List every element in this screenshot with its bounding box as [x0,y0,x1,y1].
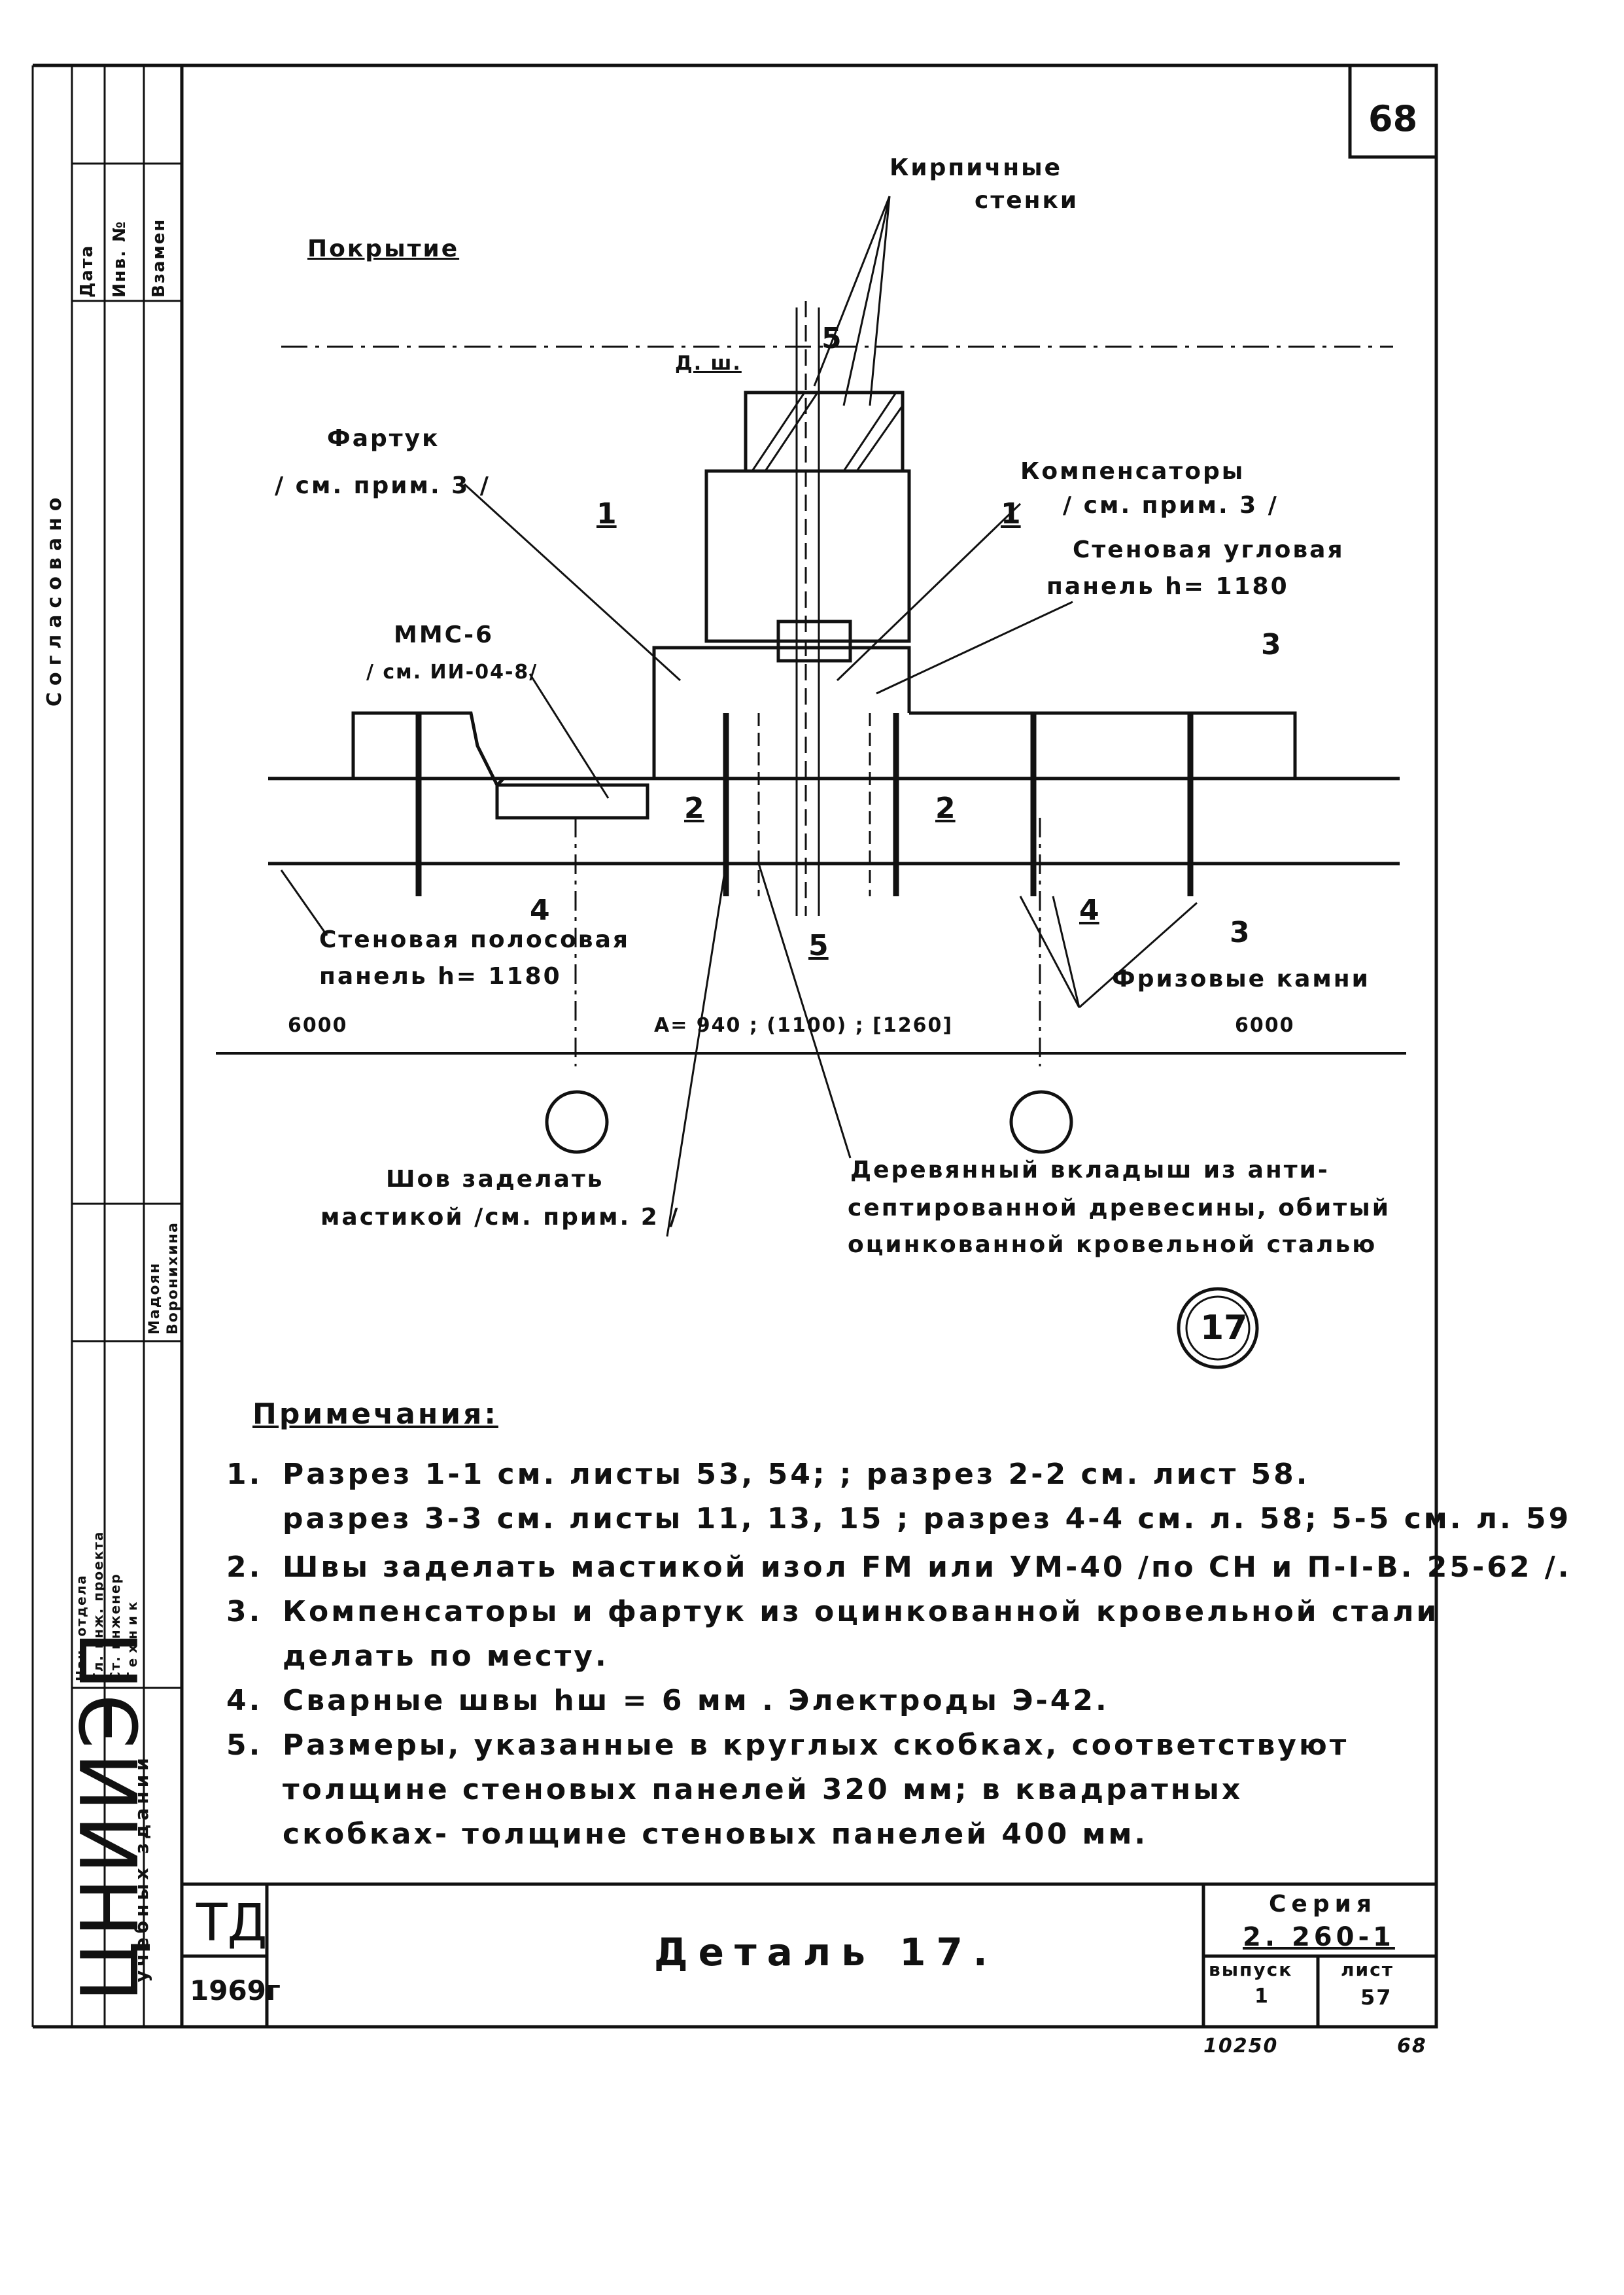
sheet-label: лист [1341,1959,1394,1980]
name-madoyan: Мадоян [147,1262,163,1335]
label-strip-panel-1: Стеновая полосовая [319,926,630,953]
dimension-right: 6000 [1235,1014,1295,1037]
notes-title: Примечания: [252,1397,498,1431]
section-drawing [216,196,1406,1369]
detail-number: 17 [1200,1308,1248,1348]
dimension-middle: A= 940 ; (1100) ; [1260] [654,1014,954,1037]
label-mms-2: / см. ИИ-04-8/ [366,661,538,684]
section-mark-4a: 4 [530,894,550,927]
section-mark-1b: 1 [1001,497,1021,531]
label-seam-1: Шов заделать [386,1166,604,1193]
stamp-date: Дата [77,244,97,298]
note-4-line-1: Сварные швы hш = 6 мм . Электроды Э-42. [283,1684,1109,1717]
bottom-code-left: 10250 [1203,2035,1279,2058]
label-corner-panel-1: Стеновая угловая [1073,536,1345,563]
title-year: 1969г [190,1974,281,2006]
note-1-line-2: разрез 3-3 см. листы 11, 13, 15 ; разрез… [283,1502,1572,1535]
title-main: Деталь 17. [654,1930,998,1974]
note-4-num: 4. [226,1684,263,1717]
label-seam-2: мастикой /см. прим. 2 / [320,1204,680,1231]
note-2-line-1: Швы заделать мастикой изол FM или УМ-40 … [283,1550,1572,1584]
label-strip-panel-2: панель h= 1180 [319,963,562,990]
label-joint-width: Д. ш. [675,352,742,375]
note-5-line-3: скобках- толщине стеновых панелей 400 мм… [283,1817,1149,1851]
dimension-left: 6000 [288,1014,348,1037]
sheet-frame [180,63,1438,2029]
label-compensators-1: Компенсаторы [1020,458,1245,485]
label-brick-walls-1: Кирпичные [890,154,1063,181]
section-mark-5b: 5 [808,929,829,962]
note-5-num: 5. [226,1728,263,1762]
label-compensators-2: / см. прим. 3 / [1063,492,1279,519]
bottom-code-right: 68 [1397,2035,1427,2058]
series-label: Серия [1269,1891,1377,1918]
label-frieze-stones: Фризовые камни [1112,966,1370,992]
note-3-line-1: Компенсаторы и фартук из оцинкованной кр… [283,1595,1440,1628]
stamp-inv-no: Инв. № [110,220,130,298]
note-2-num: 2. [226,1550,263,1584]
label-roof: Покрытие [307,236,460,262]
name-voronikhina: Воронихина [165,1221,181,1335]
section-mark-1a: 1 [596,497,617,531]
note-3-num: 3. [226,1595,263,1628]
label-insert-1: Деревянный вкладыш из анти- [850,1157,1330,1183]
note-1-line-1: Разрез 1-1 см. листы 53, 54; ; разрез 2-… [283,1458,1310,1491]
section-mark-2b: 2 [935,792,956,825]
section-mark-3a: 3 [1261,628,1281,661]
title-code: ТД [196,1894,268,1953]
label-insert-2: септированной древесины, обитый [848,1195,1391,1221]
note-1-num: 1. [226,1458,263,1491]
label-insert-3: оцинкованной кровельной сталью [848,1231,1377,1258]
label-corner-panel-2: панель h= 1180 [1046,573,1289,600]
label-brick-walls-2: стенки [975,187,1079,214]
note-3-line-2: делать по месту. [283,1639,609,1673]
issue-value: 1 [1254,1985,1270,2008]
section-mark-4b: 4 [1079,894,1099,927]
note-5-line-2: толщине стеновых панелей 320 мм; в квадр… [283,1773,1243,1806]
section-mark-5a: 5 [821,322,842,355]
sheet-value: 57 [1360,1985,1392,2010]
title-block-grid [182,1882,1436,2027]
sheet-number-box [1348,63,1438,159]
label-apron-2: / см. прим. 3 / [275,472,491,499]
label-apron-1: Фартук [327,425,440,452]
stamp-agreed: Согласовано [43,491,66,707]
stamp-replace: Взамен [149,218,169,298]
section-mark-2a: 2 [684,792,704,825]
left-stamp-grid [71,65,182,2027]
label-mms-1: ММС-6 [394,622,494,648]
sheet-number: 68 [1368,98,1418,139]
note-5-line-1: Размеры, указанные в круглых скобках, со… [283,1728,1349,1762]
section-mark-3b: 3 [1230,916,1250,949]
issue-label: выпуск [1209,1959,1293,1980]
series-value: 2. 260-1 [1243,1922,1395,1952]
org-subtitle: учебных зданий [131,1754,152,1982]
